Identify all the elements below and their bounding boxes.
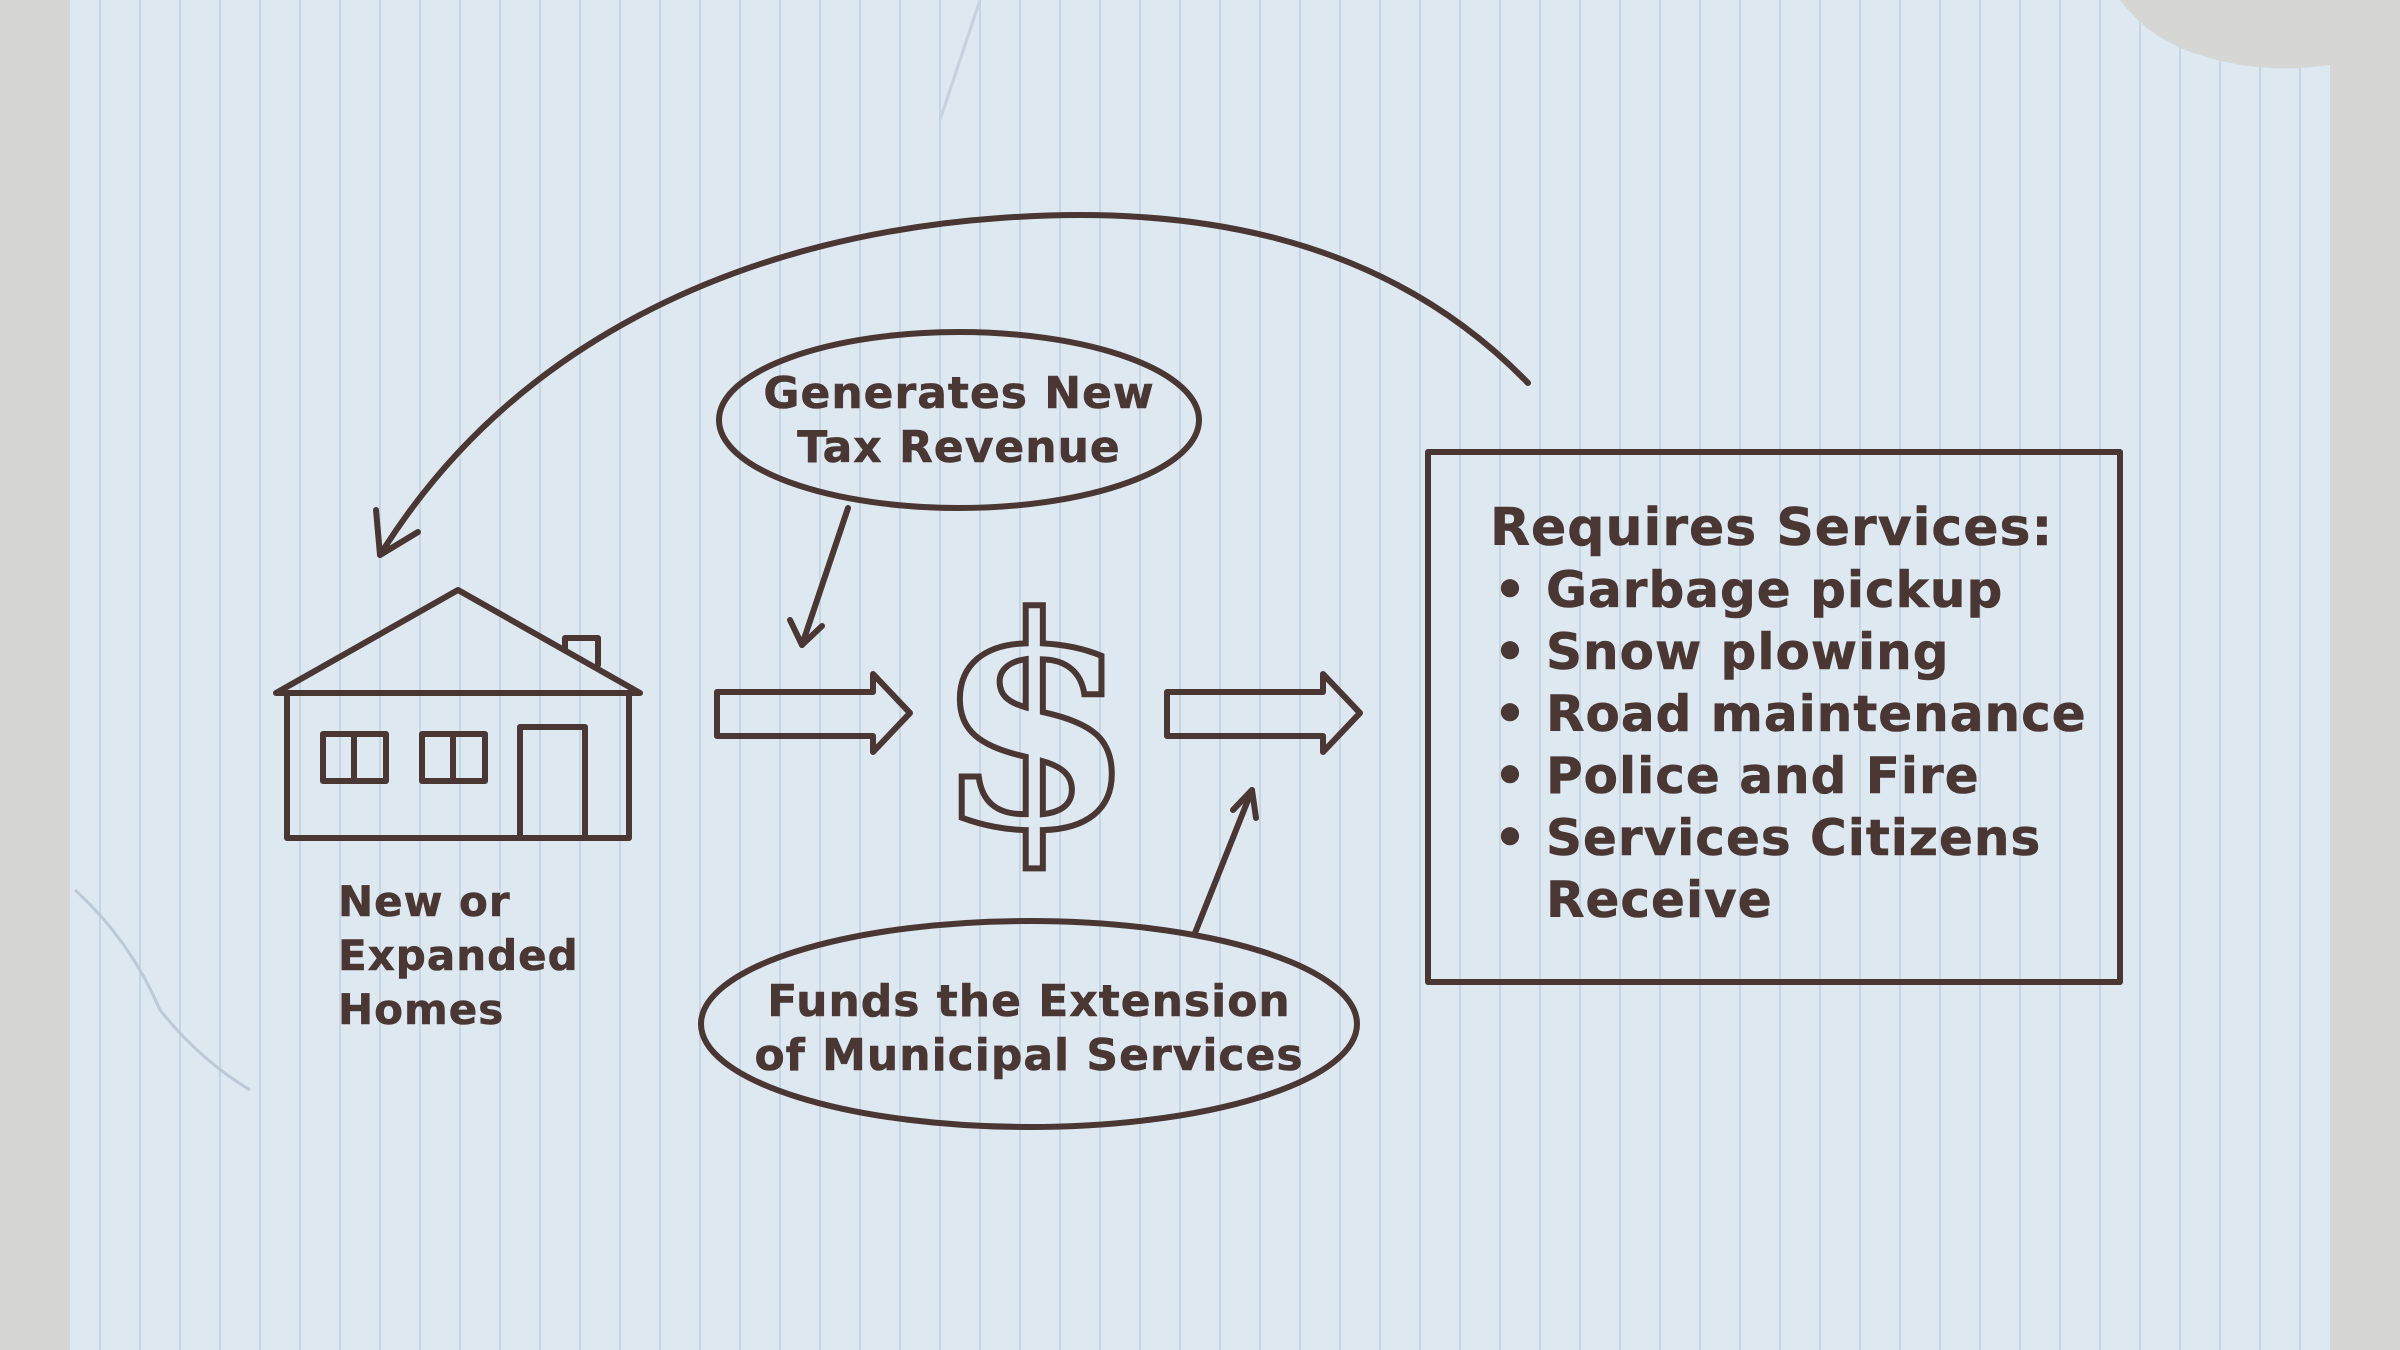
bottom-bubble-pointer xyxy=(1192,787,1255,936)
house-icon xyxy=(273,587,643,841)
house-caption: New or Expanded Homes xyxy=(338,877,579,1035)
service-item-snow: • Snow plowing xyxy=(1490,621,2100,683)
service-item-road: • Road maintenance xyxy=(1490,683,2100,745)
bottom-bubble-line2: of Municipal Services xyxy=(754,1030,1304,1082)
service-item-label: Road maintenance xyxy=(1546,685,2087,744)
bullet-icon: • xyxy=(1494,623,1527,682)
service-item-label: Services Citizens Receive xyxy=(1546,809,2042,930)
paper-rules xyxy=(70,0,2330,1350)
bottom-bubble-text: Funds the Extension of Municipal Service… xyxy=(741,975,1317,1083)
top-bubble-text: Generates New Tax Revenue xyxy=(759,367,1159,475)
service-item-police-fire: • Police and Fire xyxy=(1490,745,2100,807)
paper-crease xyxy=(938,0,982,121)
service-item-label: Snow plowing xyxy=(1546,623,1950,682)
service-item-citizens: • Services Citizens Receive xyxy=(1490,807,2100,931)
top-bubble-line2: Tax Revenue xyxy=(797,422,1121,474)
bottom-bubble-outline xyxy=(698,918,1360,1130)
bullet-icon: • xyxy=(1494,561,1527,620)
bullet-icon: • xyxy=(1494,747,1527,806)
feedback-arc-arrow xyxy=(377,212,1531,558)
top-bubble-pointer-head xyxy=(787,617,825,648)
top-bubble-line1: Generates New xyxy=(763,368,1155,420)
bottom-bubble-line1: Funds the Extension xyxy=(767,976,1291,1028)
service-item-label: Garbage pickup xyxy=(1546,561,2004,620)
feedback-arrowhead xyxy=(373,507,421,558)
service-item-label: Police and Fire xyxy=(1546,747,1980,806)
top-bubble-pointer xyxy=(799,505,851,648)
top-bubble-outline xyxy=(716,329,1202,511)
bullet-icon: • xyxy=(1494,685,1527,744)
services-box-title: Requires Services: xyxy=(1490,498,2054,559)
service-item-garbage: • Garbage pickup xyxy=(1490,559,2100,621)
dollar-sign: $ xyxy=(934,555,1136,895)
bullet-icon: • xyxy=(1494,809,1527,868)
services-list: • Garbage pickup • Snow plowing • Road m… xyxy=(1490,559,2100,931)
paper-crease xyxy=(73,888,251,1092)
services-box-content: Requires Services: • Garbage pickup • Sn… xyxy=(1490,497,2100,931)
block-arrow-left xyxy=(714,671,913,755)
services-box-outline xyxy=(1425,449,2123,985)
bottom-bubble-pointer-head xyxy=(1230,787,1259,821)
block-arrow-right xyxy=(1164,671,1363,755)
